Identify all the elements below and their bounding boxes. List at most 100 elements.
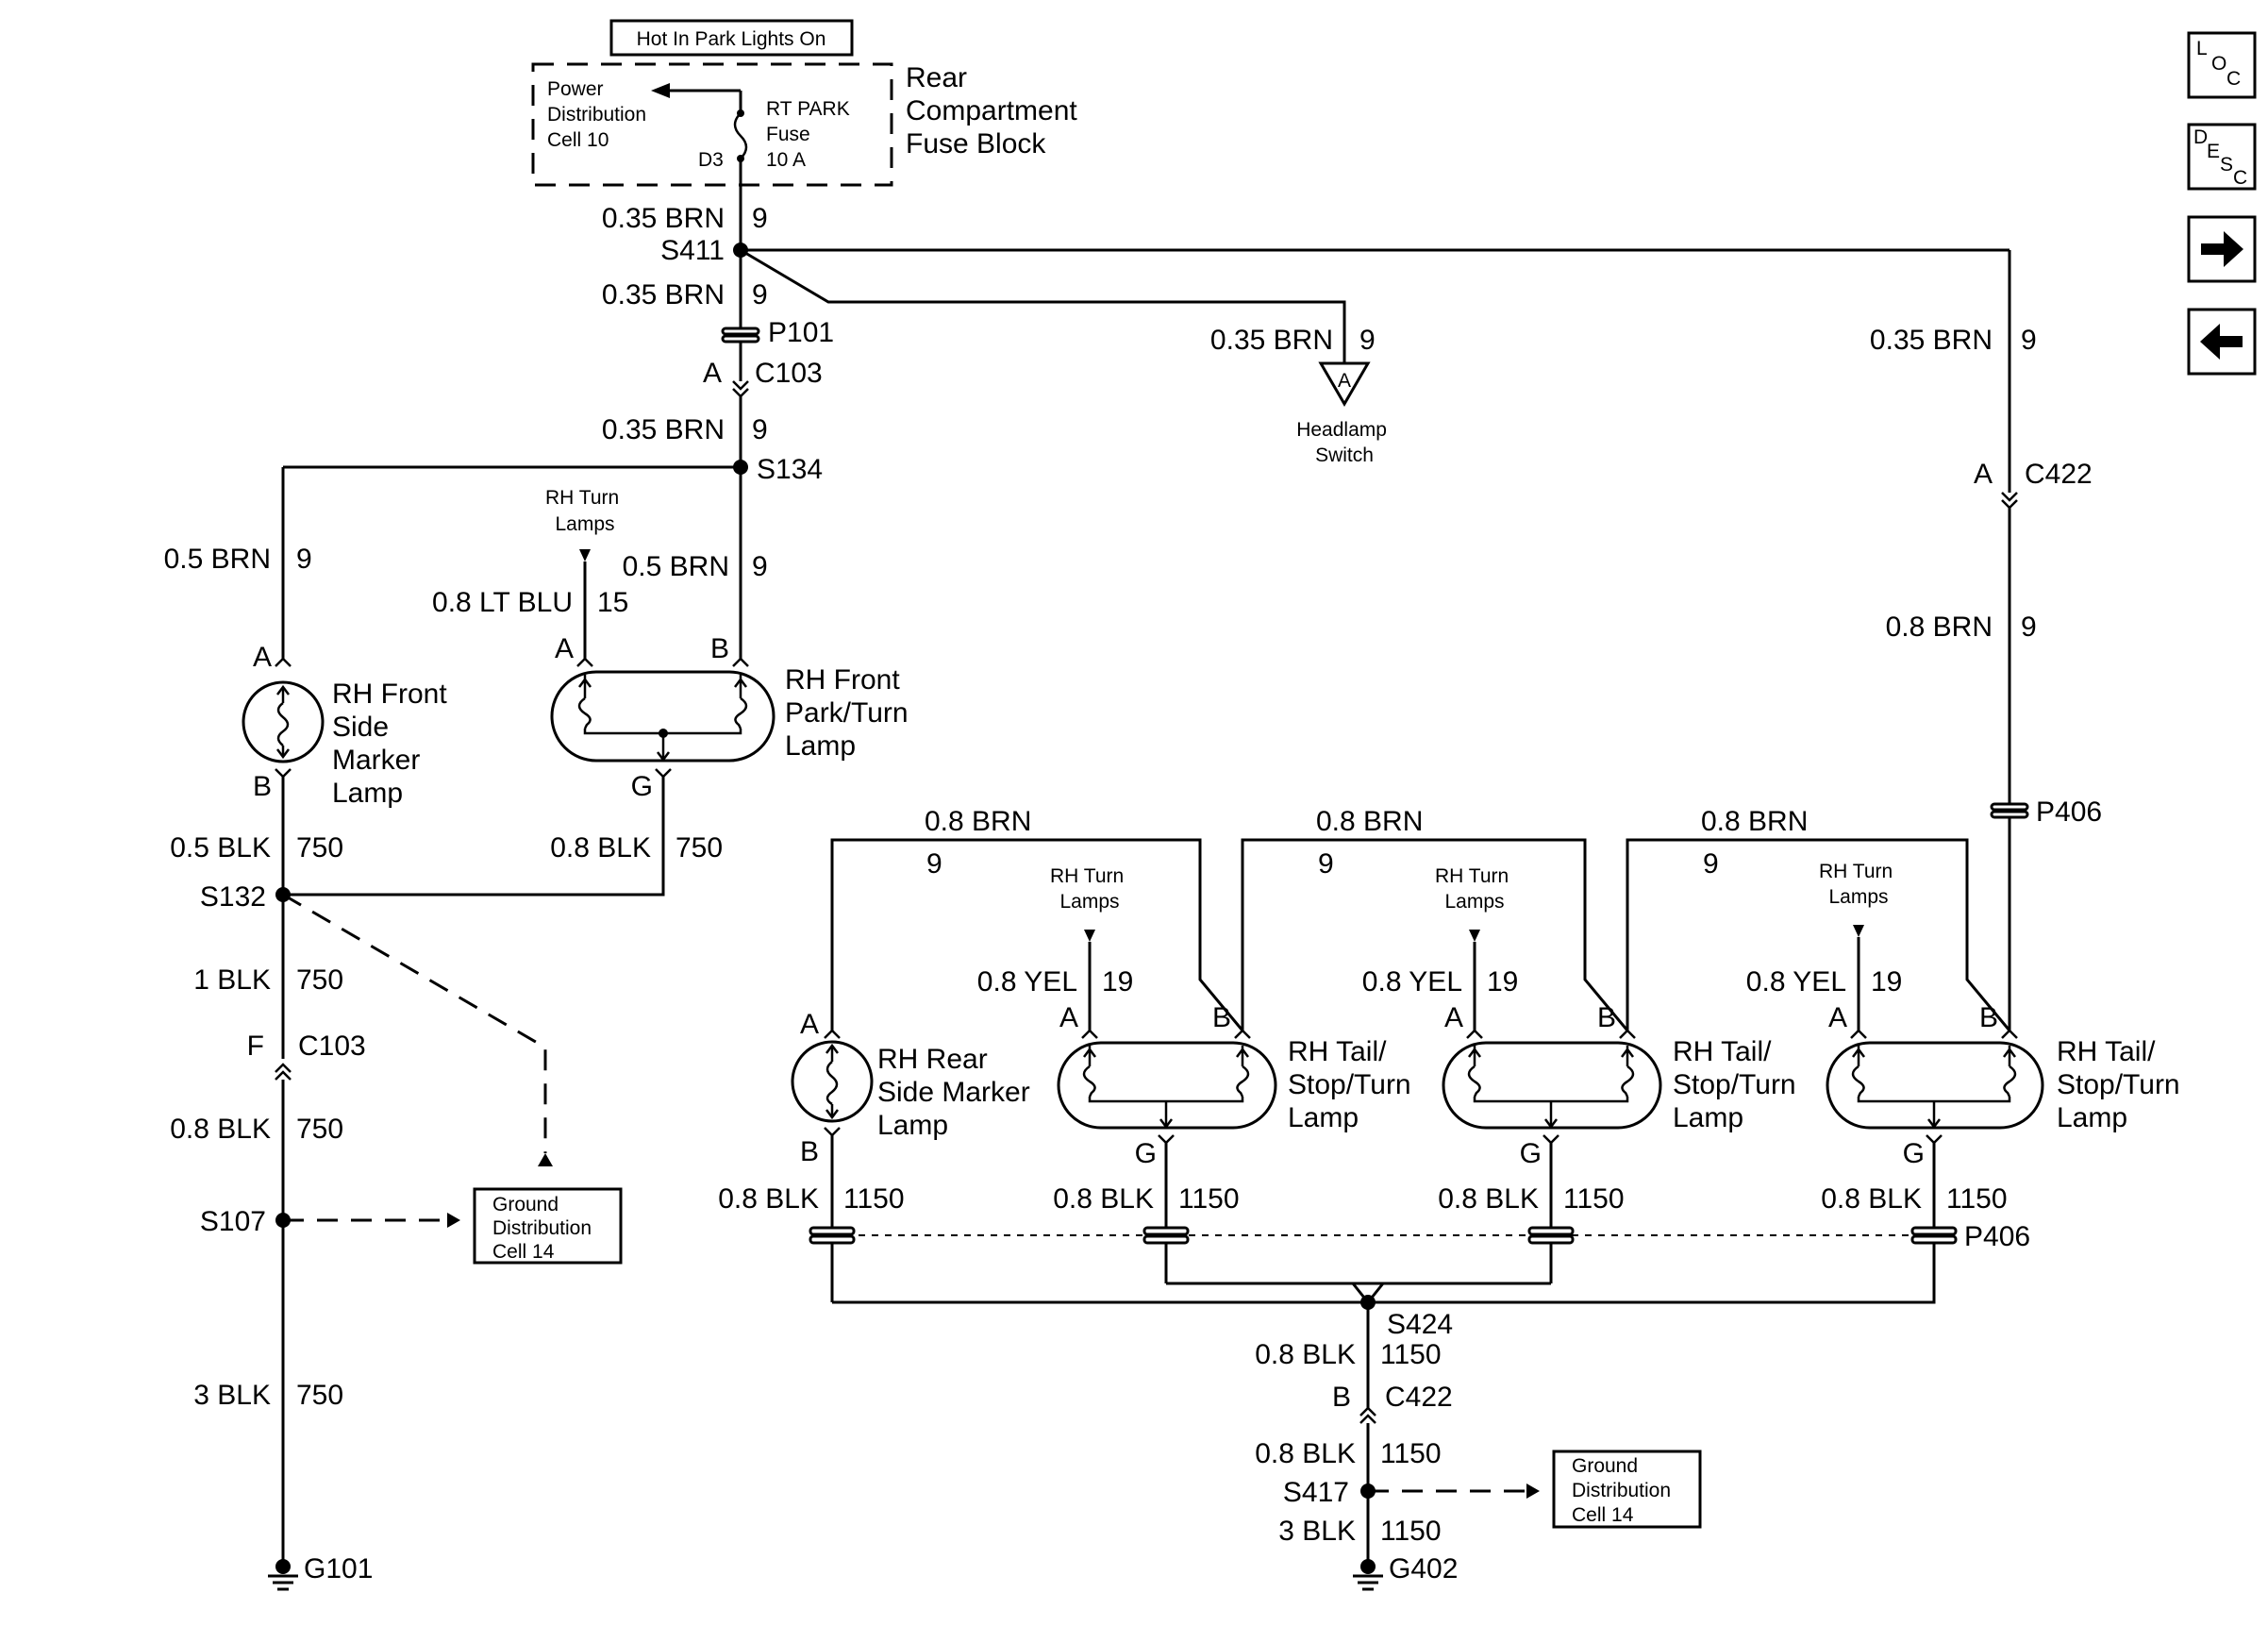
rh-tail-stop-turn-lamp-1 xyxy=(1057,1041,1277,1130)
svg-text:O: O xyxy=(2211,53,2226,75)
pin-b-label: B xyxy=(710,633,729,664)
arrow-left-head xyxy=(651,83,670,98)
connector-c422-bottom xyxy=(1359,1406,1376,1424)
rh-tail-stop-turn-label: RH Tail/ Stop/Turn Lamp xyxy=(1288,1036,1419,1133)
splice-s424-label: S424 xyxy=(1387,1309,1453,1340)
pin-g-label: G xyxy=(1520,1138,1542,1169)
pin-a-label: A xyxy=(555,633,574,664)
rh-turn-lamps-arrow xyxy=(1469,930,1480,942)
ground-g101-label: G101 xyxy=(304,1553,373,1584)
rh-turn-lamps-label: RH Turn Lamps xyxy=(1819,861,1898,908)
headlamp-switch-label: Headlamp Switch xyxy=(1296,419,1392,466)
pin-g-label: G xyxy=(1135,1138,1157,1169)
ground-reference-dashed xyxy=(282,893,547,1153)
pin-b-label: B xyxy=(1332,1382,1351,1413)
arrow-up-head xyxy=(538,1153,553,1166)
rh-tail-stop-turn-label: RH Tail/ Stop/Turn Lamp xyxy=(2057,1036,2188,1133)
ground-g402-icon xyxy=(1353,1559,1383,1591)
svg-text:C: C xyxy=(2233,167,2247,189)
pin-g-label: G xyxy=(631,771,653,802)
pin-a-label: A xyxy=(1059,1002,1078,1033)
pin-arrow xyxy=(1466,1029,1483,1039)
hot-in-park-box xyxy=(609,19,854,57)
pin-arrow xyxy=(275,768,292,779)
wire-label: 0.35 BRN xyxy=(1870,325,1993,356)
rh-tail-stop-turn-lamp-2 xyxy=(1442,1041,1662,1130)
circuit-number: 9 xyxy=(752,203,768,234)
connector-c422-top xyxy=(2001,492,2018,510)
rh-rear-side-marker-lamp xyxy=(791,1040,874,1123)
connector-p101 xyxy=(721,327,760,344)
wire-label: 0.8 BRN xyxy=(925,806,1031,837)
circuit-number: 9 xyxy=(1318,848,1334,880)
connector-p406-pin xyxy=(1910,1226,1958,1245)
connector-p101-label: P101 xyxy=(768,317,834,348)
pin-b-label: B xyxy=(1597,1002,1616,1033)
rh-turn-lamps-label: RH Turn Lamps xyxy=(545,487,625,535)
circuit-number: 9 xyxy=(1359,325,1376,356)
circuit-number: 15 xyxy=(597,587,628,618)
splice-s134 xyxy=(733,460,748,475)
wire-label: 3 BLK xyxy=(193,1380,271,1411)
ground-bus xyxy=(832,1244,1936,1304)
circuit-number: 19 xyxy=(1871,966,1902,997)
rh-front-side-marker-label: RH Front Side Marker Lamp xyxy=(332,679,455,809)
pin-a-label: A xyxy=(800,1009,819,1040)
wire-label: 0.8 BLK xyxy=(550,832,651,863)
circuit-number: 1150 xyxy=(843,1183,905,1215)
arrow-right-icon[interactable] xyxy=(2187,215,2257,283)
connector-c103-label: C103 xyxy=(755,358,823,389)
pin-arrow xyxy=(1926,1134,1943,1145)
loc-icon[interactable]: LOC xyxy=(2187,31,2257,99)
circuit-number: 1150 xyxy=(1380,1438,1442,1469)
wire-label: 0.8 BRN xyxy=(1886,612,1993,643)
rt-park-fuse-label: RT PARK Fuse 10 A xyxy=(766,98,856,171)
wire-label: 0.5 BLK xyxy=(170,832,271,863)
ground-distribution-box xyxy=(473,1187,623,1265)
fuse-terminal-dot xyxy=(737,109,744,117)
pin-b-label: B xyxy=(253,771,272,802)
wire-label: 0.8 YEL xyxy=(1362,966,1462,997)
arrow-right-head xyxy=(447,1213,460,1228)
wire-tail1-feed xyxy=(1241,838,1629,1031)
wire-label: 0.35 BRN xyxy=(602,203,725,234)
wire-rear-marker-feed xyxy=(830,838,1244,1031)
circuit-number: 1150 xyxy=(1946,1183,2008,1215)
arrow-right-head xyxy=(1526,1484,1540,1499)
circuit-number: 19 xyxy=(1102,966,1133,997)
rh-rear-side-marker-label: RH Rear Side Marker Lamp xyxy=(877,1044,1038,1141)
wire-label: 0.8 BLK xyxy=(1438,1183,1539,1215)
wire-label: 0.8 BLK xyxy=(1255,1438,1356,1469)
pin-arrow xyxy=(1158,1134,1175,1145)
connector-c422-label: C422 xyxy=(2025,459,2093,490)
ground-distribution-box xyxy=(1552,1450,1702,1529)
main-feed-wires xyxy=(281,159,2011,1031)
circuit-number: 1150 xyxy=(1178,1183,1240,1215)
wire-label: 0.8 BLK xyxy=(170,1114,271,1145)
ground-distribution-label: Ground Distribution Cell 14 xyxy=(492,1194,597,1263)
circuit-number: 9 xyxy=(1703,848,1719,880)
splice-s107-label: S107 xyxy=(200,1206,266,1237)
svg-text:C: C xyxy=(2226,68,2241,90)
ground-g402-label: G402 xyxy=(1389,1553,1458,1584)
splice-s134-label: S134 xyxy=(757,454,823,485)
headlamp-connector-a xyxy=(1318,361,1371,407)
circuit-number: 19 xyxy=(1487,966,1518,997)
svg-text:L: L xyxy=(2196,38,2208,59)
circuit-number: 750 xyxy=(296,1380,343,1411)
circuit-number: 9 xyxy=(752,551,768,582)
pin-arrow xyxy=(2001,1029,2018,1039)
connector-c103-label: C103 xyxy=(298,1031,366,1062)
connector-p406-pin xyxy=(1142,1226,1190,1245)
circuit-number: 9 xyxy=(296,544,312,575)
wire-label: 0.8 BRN xyxy=(1316,806,1423,837)
wire-label: 0.8 BLK xyxy=(1053,1183,1154,1215)
arrow-left-icon[interactable] xyxy=(2187,308,2257,376)
pin-arrow xyxy=(1081,1029,1098,1039)
circuit-number: 750 xyxy=(296,964,343,996)
svg-text:E: E xyxy=(2207,141,2220,162)
wire-label: 0.35 BRN xyxy=(602,279,725,310)
